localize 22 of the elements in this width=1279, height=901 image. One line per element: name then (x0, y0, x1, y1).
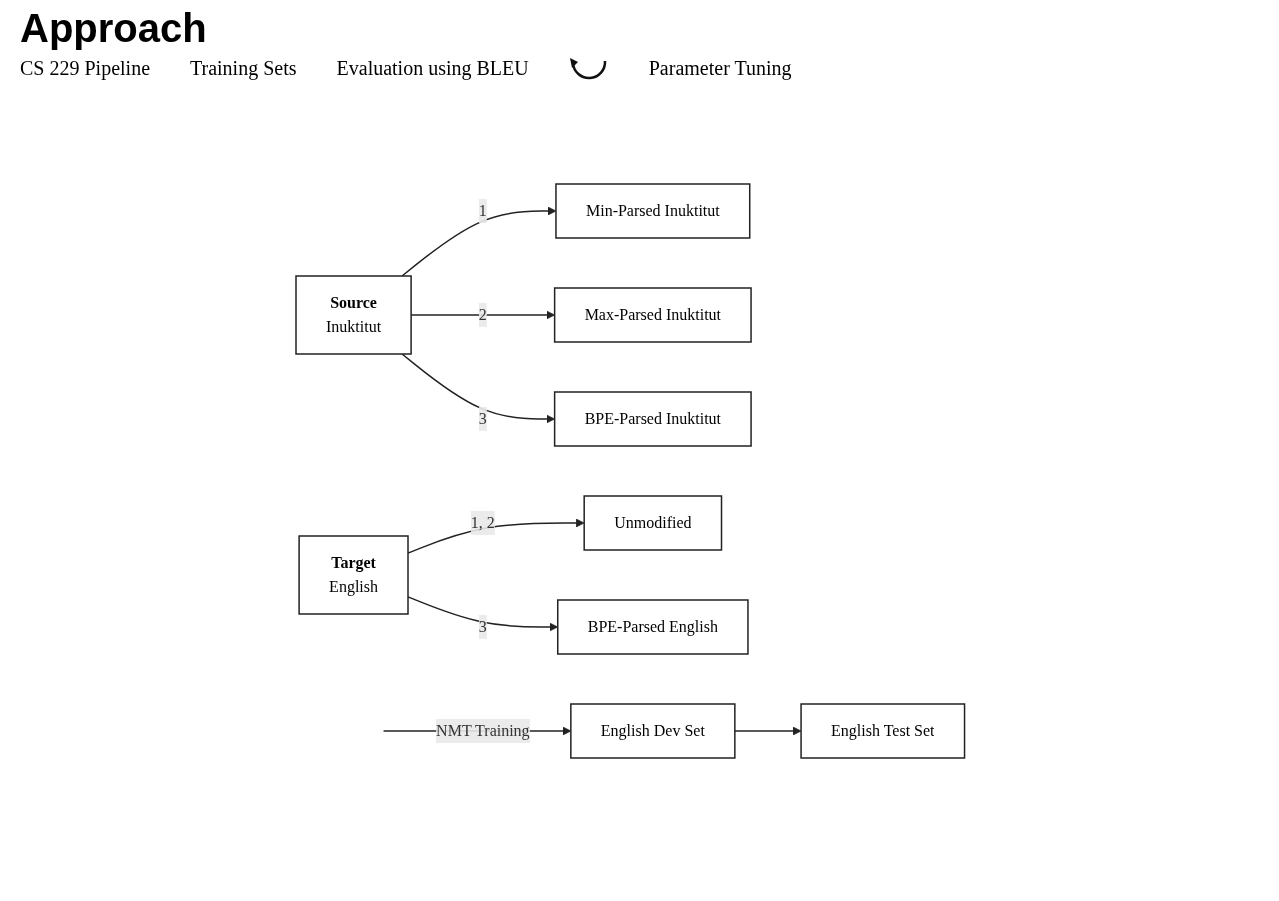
node-box: Max-Parsed Inuktitut (553, 287, 752, 343)
node-box: English Test Set (800, 703, 965, 759)
arrow (410, 310, 555, 320)
note-label: Training Sets (190, 57, 297, 81)
node-box: Min-Parsed Inuktitut (554, 183, 751, 239)
edge-label: 3 (478, 410, 487, 427)
edge-label: 2 (478, 306, 487, 323)
edge-label: 3 (478, 618, 487, 635)
node-box: English Dev Set (569, 703, 736, 759)
node-box: Unmodified (583, 495, 722, 551)
note-label: Parameter Tuning (648, 57, 792, 81)
page-title: Approach (20, 6, 207, 51)
arrow (401, 353, 555, 424)
edge-label: NMT Training (435, 722, 530, 739)
node-box: Target English (298, 535, 409, 615)
note-label: CS 229 Pipeline (20, 57, 150, 81)
edge-label: 1, 2 (470, 514, 495, 531)
edge-label: 1 (478, 202, 487, 219)
note-label: Evaluation using BLEU (336, 57, 529, 81)
node-box: Source Inuktitut (294, 275, 412, 355)
node-box: BPE-Parsed Inuktitut (553, 391, 752, 447)
node-box: BPE-Parsed English (556, 599, 749, 655)
